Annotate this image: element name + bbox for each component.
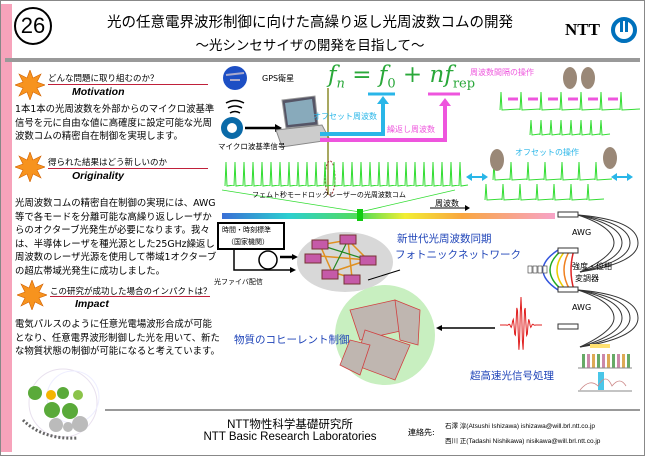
pulse-chart-icon — [578, 372, 632, 392]
starburst-icon — [15, 152, 45, 182]
starburst-icon — [17, 280, 47, 310]
motivation-body: 1本1本の光周波数を外部からのマイクロ波基準信号を元に自由な値に高確度に設定可能… — [15, 104, 215, 143]
repetition-frequency-label: 繰返し周波数 — [387, 125, 435, 134]
nanotube-structure-image — [335, 285, 435, 385]
comb-trace — [484, 183, 605, 201]
section-underline — [48, 84, 208, 85]
spectrum-bar — [222, 213, 555, 219]
section-underline — [50, 296, 210, 297]
comb-label: フェムト秒モードロックレーザーの光周波数コム — [252, 191, 406, 199]
frequency-axis-label: 周波数 — [435, 199, 459, 208]
originality-question: 得られた結果はどう新しいのか — [48, 158, 168, 168]
ultrafast-processing-label: 超高速光信号処理 — [470, 370, 554, 382]
page-title: 光の任意電界波形制御に向けた高繰り返し光周波数コムの開発 — [107, 15, 513, 31]
contact-nishikawa: 西川 正(Tadashi Nishikawa) nisikawa@will.br… — [445, 438, 601, 445]
spectrum-chart-icon — [578, 344, 632, 369]
fiber-coil-icon — [258, 250, 278, 270]
footer-divider — [105, 409, 640, 411]
header-divider — [5, 58, 640, 62]
spectrum-line — [582, 354, 585, 368]
impact-question: この研究が成功した場合のインパクトは？ — [50, 287, 212, 297]
national-institute-label: （国家機関） — [227, 238, 269, 246]
org-name-ja: NTT物性科学基礎研究所 — [227, 419, 353, 431]
comb-trace — [529, 119, 611, 136]
spectrum-line — [612, 354, 615, 368]
ntt-logo-icon — [611, 17, 637, 43]
spacing-operation-label: 周波数間隔の操作 — [470, 68, 534, 77]
motivation-heading: Motivation — [72, 86, 125, 98]
org-name-en: NTT Basic Research Laboratories — [203, 431, 377, 443]
hand-icon — [490, 67, 617, 171]
ntt-logo-text: NTT — [565, 20, 600, 39]
spectrum-line — [587, 354, 590, 368]
page-subtitle: ～光シンセサイザの開発を目指して～ — [195, 38, 425, 54]
offset-operation-label: オフセットの操作 — [515, 148, 579, 157]
spectrum-line — [617, 354, 620, 368]
impact-body: 電気パルスのように任意光電場波形合成が可能となり、任意電界波形制御した光を用いて… — [15, 319, 220, 358]
spectrum-line — [607, 354, 610, 368]
fiber-delivery-label: 光ファイバ配信 — [214, 278, 263, 286]
gps-label: GPS衛星 — [262, 74, 295, 83]
comb-formula: fn = f0 + nfrep — [328, 62, 476, 92]
comb-trace — [499, 91, 641, 111]
spectrum-line — [597, 354, 600, 368]
modulator-icon — [542, 249, 575, 291]
originality-heading: Originality — [72, 170, 124, 182]
laptop-icon — [275, 95, 331, 148]
originality-body: 光周波数コムの精密自在制御の実現には、AWG等で各モードを分離可能な高繰り返しレ… — [15, 198, 217, 277]
impact-heading: Impact — [75, 298, 109, 310]
network-cloud — [297, 232, 401, 292]
motivation-question: どんな問題に取り組むのか？ — [48, 74, 159, 84]
side-stripe — [1, 4, 12, 452]
signal-waves-icon — [225, 99, 245, 114]
comb-trace — [492, 161, 613, 181]
frequency-comb-trace — [224, 161, 469, 187]
network-label-line2: フォトニックネットワーク — [395, 249, 521, 261]
contact-label: 連絡先: — [408, 428, 435, 437]
network-label-line1: 新世代光周波数同期 — [397, 233, 492, 245]
microwave-label: マイクロ波基準信号 — [218, 142, 286, 151]
gps-satellite-icon — [223, 66, 247, 90]
modulator-label-line2: 変調器 — [575, 274, 599, 283]
section-underline — [48, 168, 208, 169]
comb-trace — [224, 161, 469, 187]
spectrum-line — [592, 354, 595, 368]
spectrum-line — [602, 354, 605, 368]
spectrum-line — [622, 354, 625, 368]
awg-fan-icon — [577, 214, 639, 348]
poster-number: 26 — [14, 7, 52, 45]
time-standard-label: 時間・時刻標準 — [222, 226, 271, 234]
offset-frequency-label: オフセット周波数 — [313, 112, 377, 121]
double-arrow-icon — [466, 173, 633, 181]
modulator-label-line1: 強度・位相 — [572, 262, 612, 271]
contact-ishizawa: 石澤 淳(Atsushi Ishizawa) ishizawa@will.brl… — [445, 423, 596, 430]
antenna-icon — [221, 117, 243, 139]
comb-operations-traces — [484, 91, 641, 201]
awg-label: AWG — [572, 228, 592, 237]
science-plaza-2009-logo — [21, 368, 100, 440]
coherent-control-label: 物質のコヒーレント制御 — [234, 334, 350, 346]
awg-label: AWG — [572, 303, 592, 312]
time-standard-box — [217, 222, 285, 250]
spectrum-line — [627, 354, 630, 368]
starburst-icon — [15, 70, 45, 100]
optical-pulse-waveform — [499, 296, 543, 350]
